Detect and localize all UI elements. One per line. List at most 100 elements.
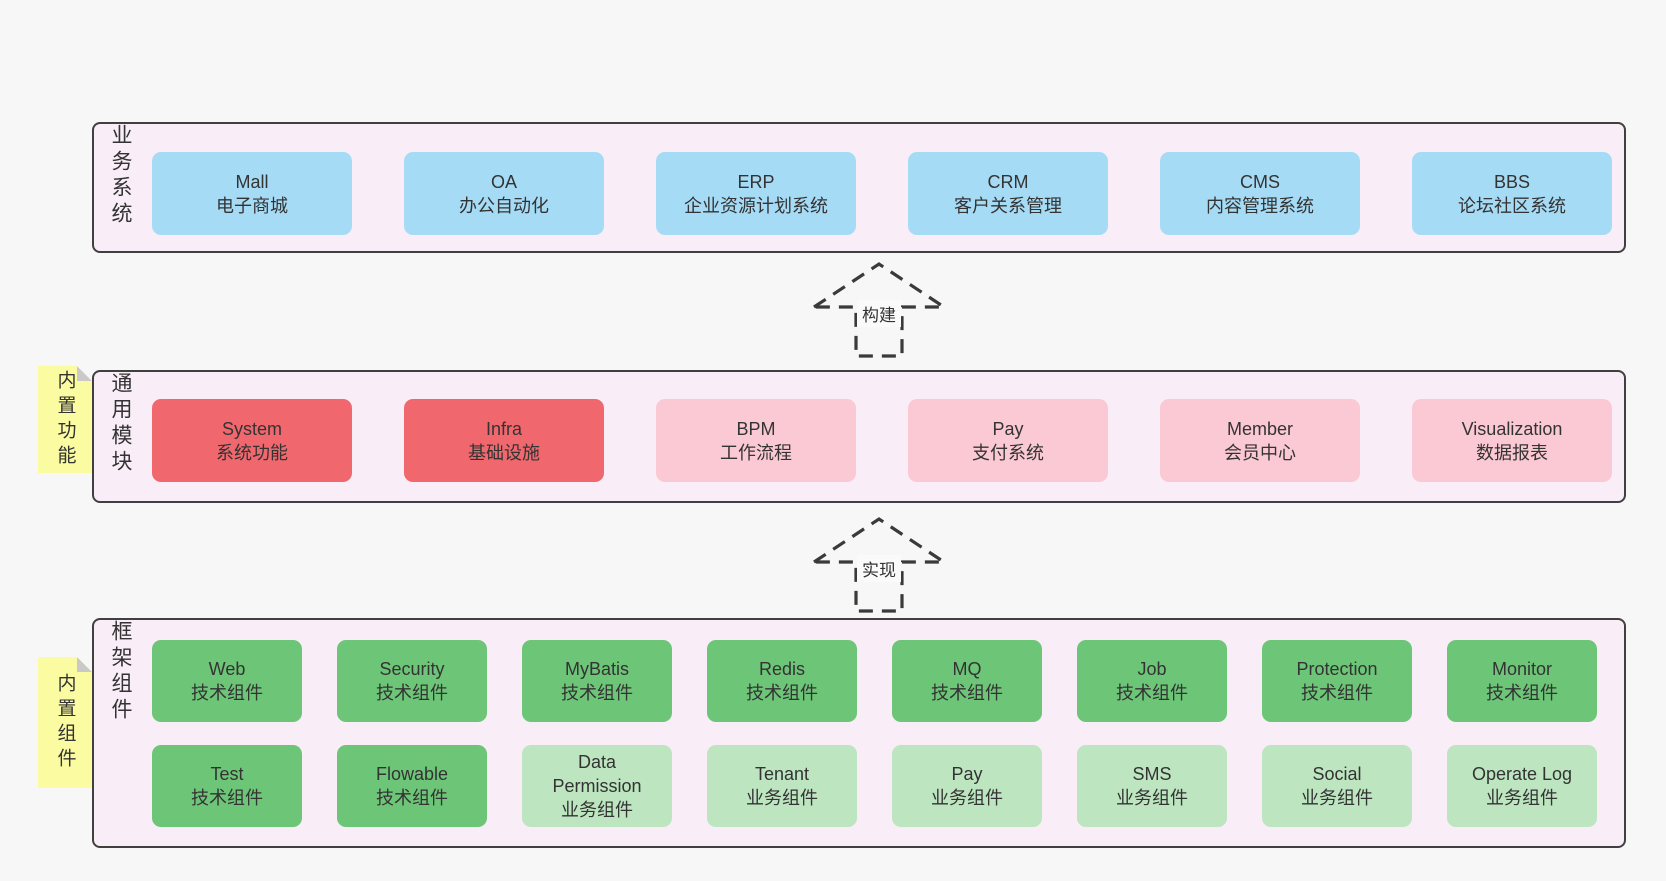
component-box-crm: CRM 客户关系管理 [908, 152, 1108, 235]
box-title: BBS [1493, 171, 1531, 192]
box-subtitle: 技术组件 [376, 788, 448, 808]
arrow-build: 构建 [804, 259, 954, 362]
arrow-build-label: 构建 [857, 300, 901, 327]
component-box-redis: Redis 技术组件 [707, 640, 857, 722]
box-subtitle: 技术组件 [191, 683, 263, 703]
component-box-bpm: BPM 工作流程 [656, 399, 856, 482]
box-subtitle: 内容管理系统 [1206, 195, 1314, 216]
component-box-flowable: Flowable 技术组件 [337, 745, 487, 827]
component-box-monitor: Monitor 技术组件 [1447, 640, 1597, 722]
box-title: Monitor [1491, 659, 1553, 679]
box-subtitle: 技术组件 [376, 683, 448, 703]
box-subtitle: 技术组件 [1486, 683, 1558, 703]
box-subtitle: 客户关系管理 [954, 195, 1062, 216]
box-title: Data Permission [552, 752, 642, 796]
component-box-oa: OA 办公自动化 [404, 152, 604, 235]
box-subtitle: 业务组件 [1486, 788, 1558, 808]
box-title: Redis [758, 659, 806, 679]
box-title: Social [1312, 764, 1362, 784]
box-subtitle: 技术组件 [746, 683, 818, 703]
box-subtitle: 论坛社区系统 [1458, 195, 1566, 216]
sticky-note-builtin-components: 内置组件 [38, 657, 92, 788]
box-subtitle: 会员中心 [1224, 442, 1296, 463]
sticky-label-builtin-components: 内置组件 [54, 672, 76, 773]
box-subtitle: 系统功能 [216, 442, 288, 463]
box-subtitle: 技术组件 [191, 788, 263, 808]
box-title: Job [1137, 659, 1167, 679]
box-subtitle: 电子商城 [216, 195, 288, 216]
box-subtitle: 技术组件 [1301, 683, 1373, 703]
box-subtitle: 工作流程 [720, 442, 792, 463]
component-box-security: Security 技术组件 [337, 640, 487, 722]
component-box-social: Social 业务组件 [1262, 745, 1412, 827]
component-box-protection: Protection 技术组件 [1262, 640, 1412, 722]
component-box-sms: SMS 业务组件 [1077, 745, 1227, 827]
dashed-up-arrow-icon [808, 517, 950, 613]
box-subtitle: 业务组件 [931, 788, 1003, 808]
box-subtitle: 数据报表 [1476, 442, 1548, 463]
box-title: Protection [1296, 659, 1378, 679]
component-box-operate-log: Operate Log 业务组件 [1447, 745, 1597, 827]
box-subtitle: 技术组件 [1116, 683, 1188, 703]
component-box-cms: CMS 内容管理系统 [1160, 152, 1360, 235]
component-box-mybatis: MyBatis 技术组件 [522, 640, 672, 722]
box-subtitle: 技术组件 [931, 683, 1003, 703]
component-box-system: System 系统功能 [152, 399, 352, 482]
box-title: Security [379, 659, 445, 679]
component-box-visualization: Visualization 数据报表 [1412, 399, 1612, 482]
box-title: Infra [485, 418, 523, 439]
sticky-label-builtin-features: 内置功能 [54, 369, 76, 470]
box-title: Web [208, 659, 246, 679]
box-title: CRM [987, 171, 1029, 192]
box-subtitle: 业务组件 [561, 800, 633, 820]
box-title: Pay [992, 418, 1024, 439]
component-box-bbs: BBS 论坛社区系统 [1412, 152, 1612, 235]
box-subtitle: 企业资源计划系统 [684, 195, 828, 216]
sticky-note-builtin-features: 内置功能 [38, 366, 92, 473]
box-title: Flowable [375, 764, 449, 784]
box-title: MQ [952, 659, 982, 679]
section-label-business: 业务系统 [109, 124, 132, 228]
box-title: OA [490, 171, 517, 192]
box-title: Member [1226, 418, 1293, 439]
box-title: CMS [1240, 171, 1280, 192]
box-title: BPM [736, 418, 776, 439]
box-title: ERP [737, 171, 775, 192]
box-subtitle: 业务组件 [1116, 788, 1188, 808]
box-title: Test [210, 764, 244, 784]
component-box-mq: MQ 技术组件 [892, 640, 1042, 722]
box-title: Operate Log [1471, 764, 1573, 784]
component-box-web: Web 技术组件 [152, 640, 302, 722]
component-box-infra: Infra 基础设施 [404, 399, 604, 482]
box-subtitle: 支付系统 [972, 442, 1044, 463]
section-common-modules: 通用模块 System 系统功能 Infra 基础设施 BPM 工作流程 Pay 支付系统 Me… [92, 370, 1626, 503]
arrow-implement-label: 实现 [857, 555, 901, 582]
box-subtitle: 技术组件 [561, 683, 633, 703]
box-subtitle: 业务组件 [746, 788, 818, 808]
component-box-job: Job 技术组件 [1077, 640, 1227, 722]
component-box-pay: Pay 业务组件 [892, 745, 1042, 827]
component-box-data-permission: Data Permission 业务组件 [522, 745, 672, 827]
box-title: Pay [951, 764, 983, 784]
box-subtitle: 基础设施 [468, 442, 540, 463]
box-title: System [221, 418, 282, 439]
component-box-member: Member 会员中心 [1160, 399, 1360, 482]
box-title: SMS [1132, 764, 1172, 784]
component-box-pay: Pay 支付系统 [908, 399, 1108, 482]
component-box-erp: ERP 企业资源计划系统 [656, 152, 856, 235]
modules-box-row: System 系统功能 Infra 基础设施 BPM 工作流程 Pay 支付系统 Member 会… [152, 399, 1612, 482]
section-label-framework: 框架组件 [109, 620, 132, 724]
box-title: MyBatis [564, 659, 629, 679]
section-label-modules: 通用模块 [109, 372, 132, 476]
box-subtitle: 办公自动化 [459, 195, 549, 216]
arrow-implement: 实现 [804, 514, 954, 617]
box-title: Visualization [1461, 418, 1563, 439]
box-subtitle: 业务组件 [1301, 788, 1373, 808]
